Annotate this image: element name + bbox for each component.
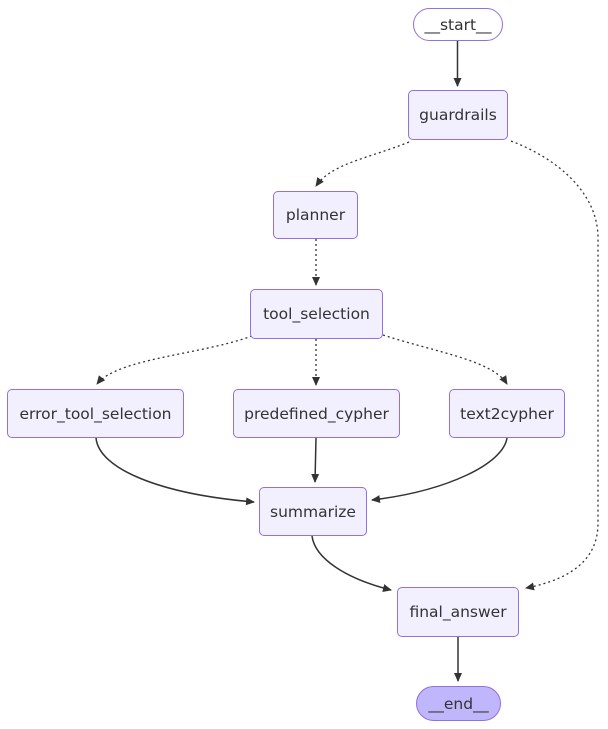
edge-guardrails-to-planner: [315, 141, 410, 187]
node-start-label: __start__: [424, 15, 492, 34]
node-error-tool-selection: error_tool_selection: [7, 389, 184, 438]
edge-text2cypher-to-summarize: [371, 437, 508, 504]
edge-summarize-to-final-answer: [311, 535, 392, 592]
node-predefined-cypher: predefined_cypher: [233, 389, 400, 438]
node-end-label: __end__: [428, 694, 489, 713]
node-tool-selection-label: tool_selection: [263, 305, 370, 323]
node-text2cypher-label: text2cypher: [460, 404, 554, 423]
node-final-answer: final_answer: [397, 587, 519, 637]
node-guardrails-label: guardrails: [419, 106, 497, 124]
node-end: __end__: [416, 686, 501, 721]
node-final-answer-label: final_answer: [409, 603, 507, 621]
edge-guardrails-to-final-answer: [510, 140, 599, 591]
edge-tool-selection-to-text2cypher: [382, 334, 508, 385]
edge-error-tool-selection-to-summarize: [95, 437, 255, 506]
node-planner-label: planner: [285, 206, 346, 224]
node-summarize: summarize: [259, 487, 367, 536]
node-error-tool-selection-label: error_tool_selection: [19, 404, 172, 423]
node-guardrails: guardrails: [408, 90, 508, 140]
node-planner: planner: [273, 191, 358, 239]
node-text2cypher: text2cypher: [449, 389, 565, 438]
node-summarize-label: summarize: [270, 502, 356, 521]
node-predefined-cypher-label: predefined_cypher: [244, 404, 389, 423]
edge-tool-selection-to-error-tool-selection: [96, 335, 253, 385]
node-start: __start__: [413, 8, 503, 41]
node-tool-selection: tool_selection: [250, 289, 383, 339]
edge-predefined-cypher-to-summarize: [311, 437, 320, 483]
